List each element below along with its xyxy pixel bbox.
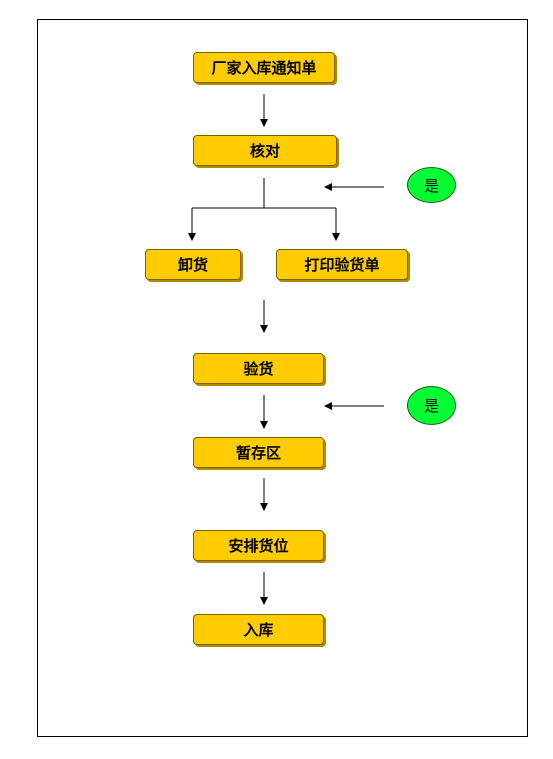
node-notice: 厂家入库通知单 — [193, 52, 335, 83]
node-check: 核对 — [193, 135, 337, 166]
decision-yes-2: 是 — [407, 386, 456, 425]
decision-yes-1: 是 — [407, 167, 456, 203]
node-temp-storage: 暂存区 — [193, 437, 324, 468]
node-warehouse-in: 入库 — [193, 614, 324, 645]
node-arrange-location: 安排货位 — [193, 530, 324, 561]
diagram-border — [37, 19, 528, 737]
node-unload: 卸货 — [145, 249, 241, 280]
node-inspect: 验货 — [193, 353, 324, 384]
node-print: 打印验货单 — [276, 249, 408, 280]
